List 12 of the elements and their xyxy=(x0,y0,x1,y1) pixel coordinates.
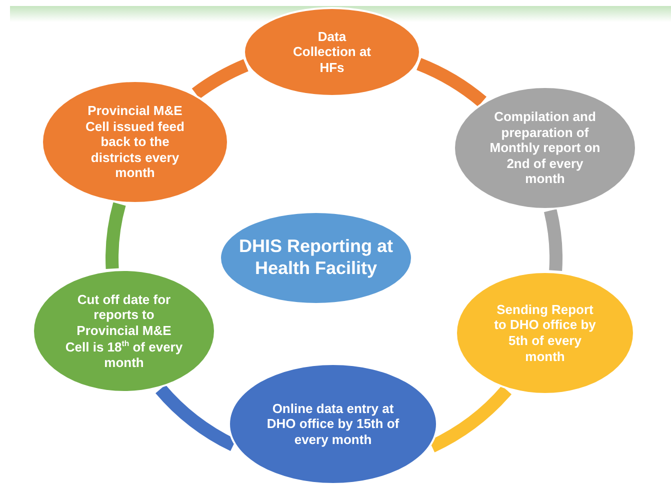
step-text: Sending Report to DHO office by 5th of every month xyxy=(493,302,597,364)
ring-connector xyxy=(428,386,512,452)
step-text: Online data entry at DHO office by 15th of every month xyxy=(266,400,400,448)
step-text: Cut off date for reports to Provincial M&E Cell is 18$^{th}$ of every month xyxy=(64,292,184,370)
step-text: Compilation and preparation of Monthly report on 2nd of every month xyxy=(488,109,602,187)
step-text: Provincial M&E Cell issued feed back to the districts every month xyxy=(84,103,186,181)
step-text: DHIS Reporting at Health Facility xyxy=(238,236,394,280)
ring-connector xyxy=(106,202,126,269)
ring-connector xyxy=(544,209,562,271)
ring-connector xyxy=(192,59,249,99)
ring-connector xyxy=(416,58,486,107)
step-text: Data Collection at HFs xyxy=(293,28,371,76)
